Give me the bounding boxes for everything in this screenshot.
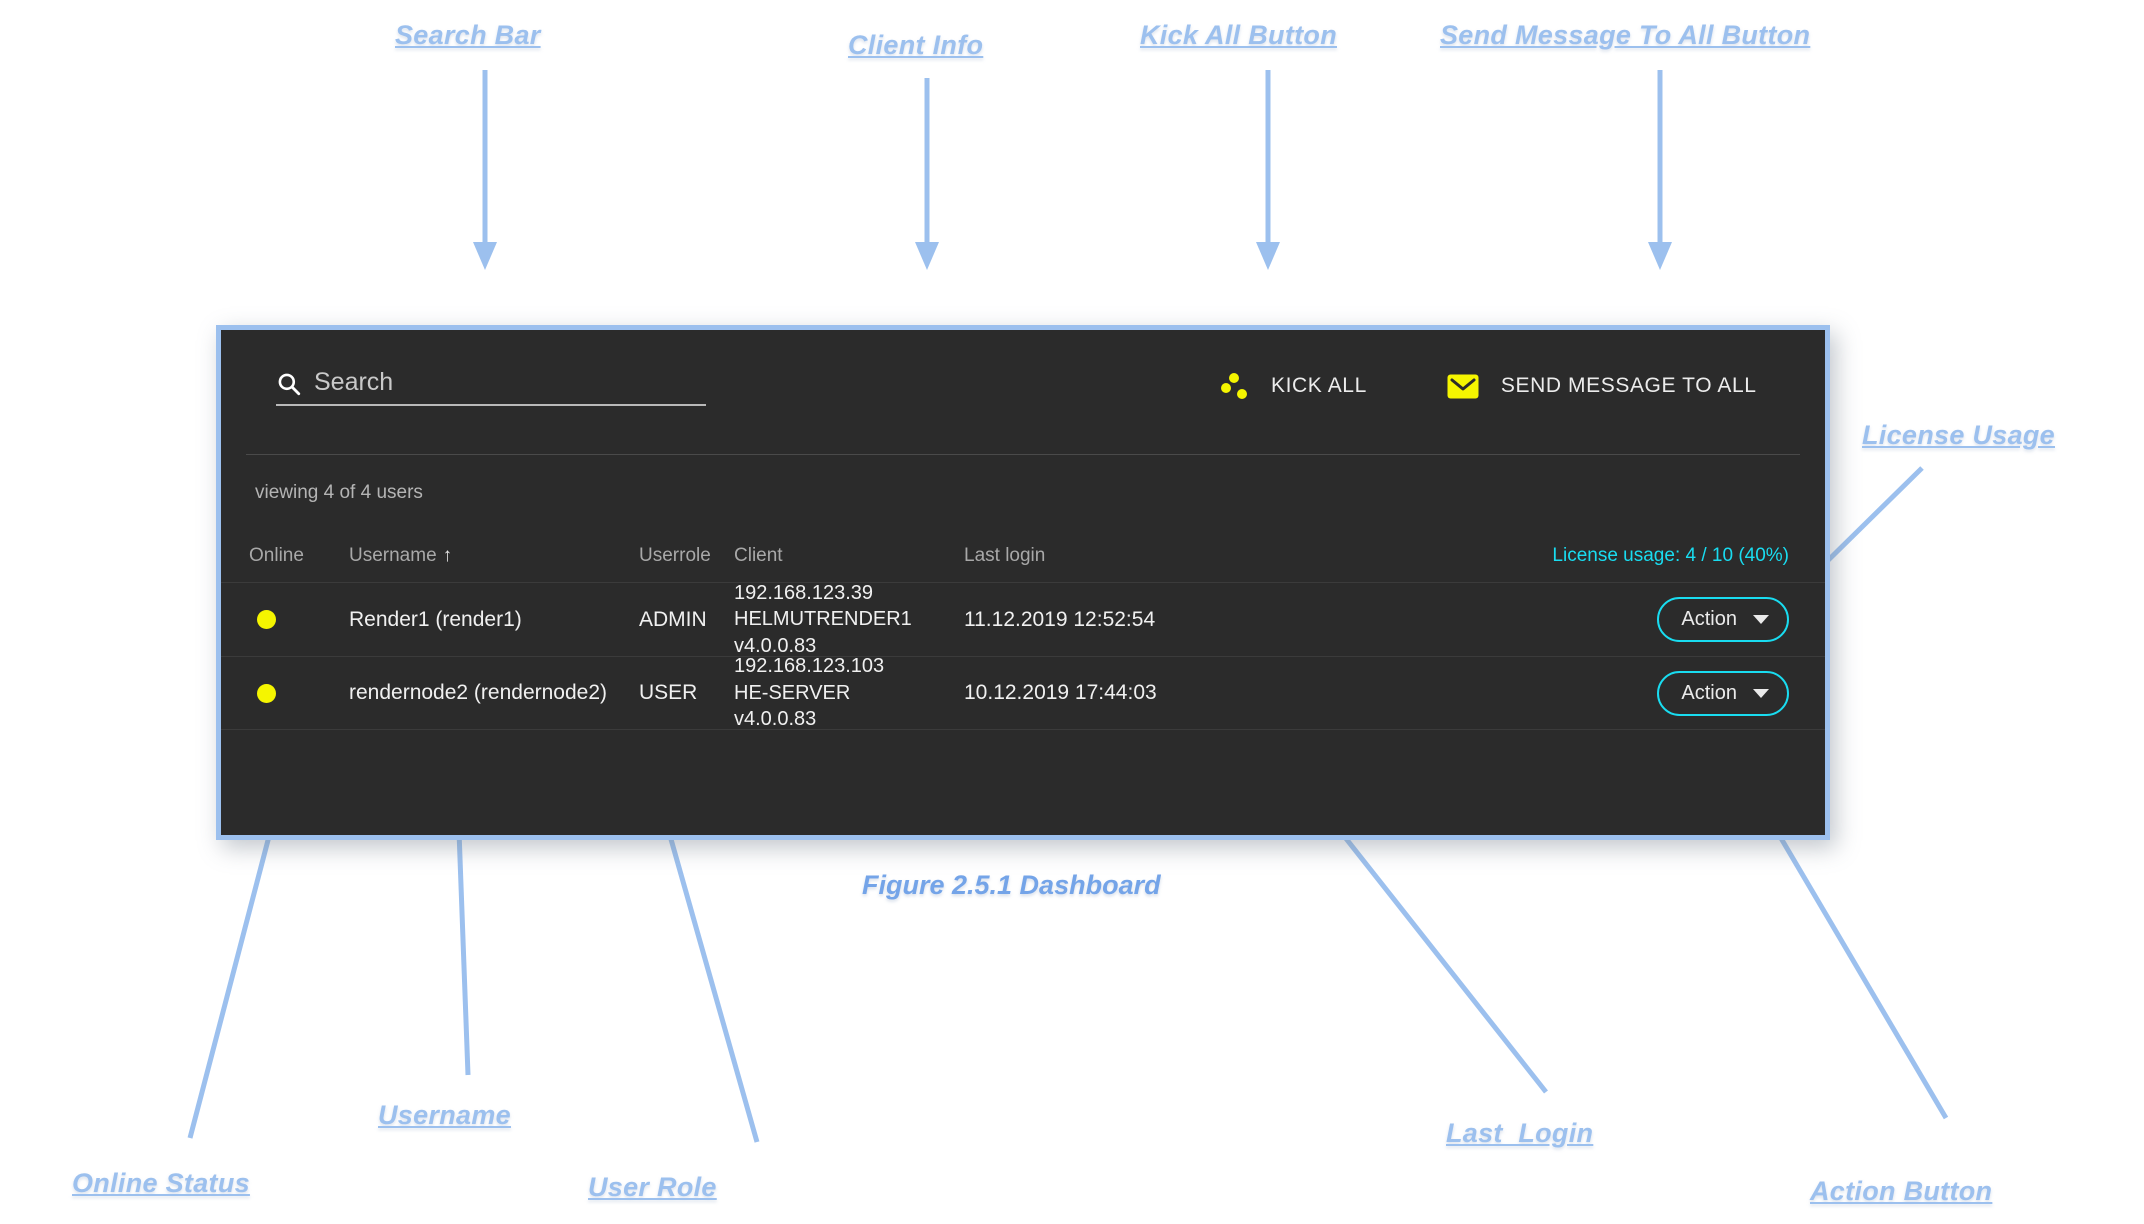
- userrole-cell: USER: [639, 681, 698, 704]
- action-button[interactable]: Action: [1657, 597, 1789, 642]
- annotation-action-button: Action Button: [1810, 1176, 1993, 1206]
- search-input[interactable]: [314, 368, 706, 397]
- last-login-cell: 10.12.2019 17:44:03: [964, 681, 1157, 704]
- toolbar-divider: [246, 454, 1800, 455]
- search-bar[interactable]: [276, 368, 706, 406]
- arrow-kick-all-button: [1253, 70, 1283, 270]
- dashboard-panel: KICK ALL SEND MESSAGE TO ALL viewing 4 o…: [216, 325, 1830, 840]
- annotation-online-status: Online Status: [72, 1168, 250, 1198]
- figure-caption: Figure 2.5.1 Dashboard: [862, 870, 1161, 900]
- envelope-icon: [1447, 374, 1479, 399]
- arrow-user-role: [645, 790, 775, 1150]
- table-row[interactable]: Render1 (render1) ADMIN 192.168.123.39 H…: [221, 582, 1825, 657]
- action-button-label: Action: [1681, 681, 1737, 704]
- license-usage-text: License usage: 4 / 10 (40%): [1552, 545, 1789, 566]
- users-table: Online Username↑ Userrole Client Last lo…: [221, 530, 1825, 730]
- table-header-row: Online Username↑ Userrole Client Last lo…: [221, 530, 1825, 582]
- client-ip: 192.168.123.39: [734, 581, 874, 604]
- username-cell: rendernode2 (rendernode2): [349, 681, 608, 704]
- userrole-cell: ADMIN: [639, 607, 707, 631]
- annotation-username: Username: [378, 1100, 511, 1130]
- arrow-online-status: [170, 790, 294, 1150]
- column-header-client[interactable]: Client: [734, 545, 783, 566]
- column-header-userrole[interactable]: Userrole: [639, 545, 711, 566]
- arrow-client-info: [912, 78, 942, 270]
- client-info-cell: 192.168.123.103 HE-SERVER v4.0.0.83: [734, 653, 964, 733]
- annotation-send-message-to-all-button: Send Message To All Button: [1440, 20, 1811, 50]
- column-header-online[interactable]: Online: [249, 545, 304, 566]
- client-hostname: HE-SERVER: [734, 681, 851, 704]
- dashboard-toolbar: KICK ALL SEND MESSAGE TO ALL: [221, 330, 1825, 455]
- column-header-username[interactable]: Username↑: [349, 545, 639, 567]
- table-row[interactable]: rendernode2 (rendernode2) USER 192.168.1…: [221, 653, 1825, 733]
- client-version: v4.0.0.83: [734, 634, 817, 657]
- annotation-user-role: User Role: [588, 1172, 717, 1202]
- annotation-client-info: Client Info: [848, 30, 984, 60]
- client-version: v4.0.0.83: [734, 708, 817, 731]
- chevron-down-icon: [1753, 615, 1769, 624]
- arrow-search-bar: [470, 70, 500, 270]
- client-info-cell: 192.168.123.39 HELMUTRENDER1 v4.0.0.83: [734, 580, 964, 660]
- action-button-label: Action: [1681, 608, 1737, 630]
- search-icon: [276, 371, 302, 397]
- online-status-cell: [249, 610, 349, 629]
- annotation-kick-all-button: Kick All Button: [1140, 20, 1337, 50]
- client-hostname: HELMUTRENDER1: [734, 608, 912, 631]
- annotation-last-login: Last Login: [1446, 1118, 1594, 1148]
- send-message-to-all-button[interactable]: SEND MESSAGE TO ALL: [1447, 374, 1757, 399]
- annotation-license-usage: License Usage: [1862, 420, 2055, 450]
- send-message-to-all-label: SEND MESSAGE TO ALL: [1500, 374, 1757, 397]
- sort-ascending-icon: ↑: [442, 545, 453, 566]
- online-indicator-icon: [257, 610, 276, 629]
- column-header-last-login[interactable]: Last login: [964, 545, 1046, 566]
- action-button[interactable]: Action: [1657, 670, 1789, 716]
- online-status-cell: [249, 683, 349, 703]
- chevron-down-icon: [1753, 688, 1769, 698]
- annotation-search-bar: Search Bar: [395, 20, 541, 50]
- arrow-send-message-to-all-button: [1645, 70, 1675, 270]
- online-indicator-icon: [257, 683, 276, 703]
- kick-all-label: KICK ALL: [1271, 374, 1367, 397]
- client-ip: 192.168.123.103: [734, 655, 885, 678]
- viewing-count: viewing 4 of 4 users: [255, 482, 423, 503]
- kick-icon: [1221, 372, 1249, 400]
- last-login-cell: 11.12.2019 12:52:54: [964, 607, 1156, 631]
- username-cell: Render1 (render1): [349, 607, 522, 631]
- kick-all-button[interactable]: KICK ALL: [1221, 372, 1367, 400]
- column-header-username-label: Username: [349, 545, 437, 566]
